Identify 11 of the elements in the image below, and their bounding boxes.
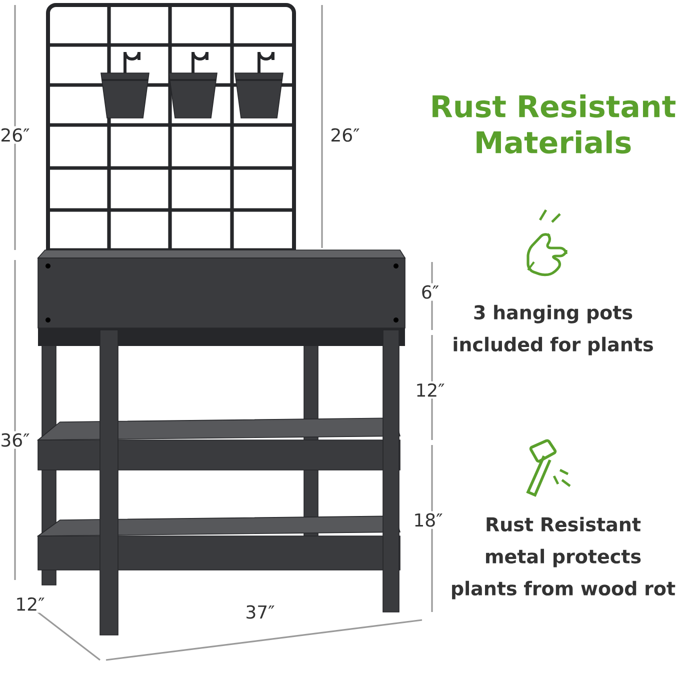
dimension-label: 12″ [13,595,47,613]
heading: Rust Resistant Materials [432,94,676,154]
dimension-label: 18″ [411,511,445,529]
dimension-label: 12″ [413,381,447,399]
dimension-label: 6″ [418,283,442,301]
dimension-label: 37″ [243,603,277,621]
feature-text: 3 hanging pots included for plants [454,304,653,356]
feature-text: Rust Resistant metal protects plants from wood rot [452,516,676,600]
dimension-label: 26″ [328,126,362,144]
dimension-label: 36″ [0,431,32,449]
dimension-label: 26″ [0,126,32,144]
